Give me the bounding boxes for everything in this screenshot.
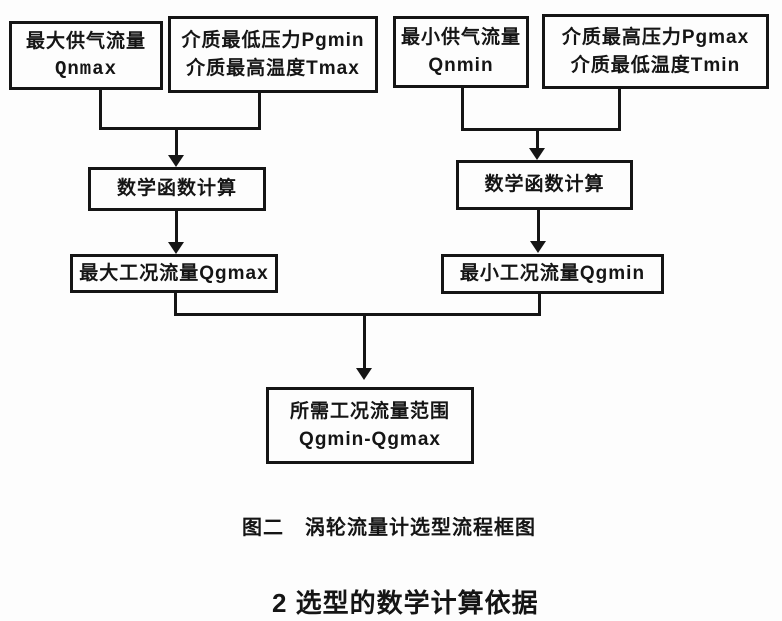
box-result-label-line1: 所需工况流量范围 (289, 400, 450, 422)
box-qnmax-label-line1: 最大供气流量 (25, 30, 146, 52)
box-qgmin-label: 最小工况流量Qgmin (459, 263, 646, 285)
figure-caption: 图二 涡轮流量计选型流程框图 (242, 517, 536, 539)
box-pgmin-tmax-label-line1: 介质最低压力Pgmin (181, 29, 365, 51)
box-result: 所需工况流量范围 Qgmin-Qgmax (266, 387, 474, 464)
arrowhead-down-result (356, 368, 372, 380)
arrow-stem-to-result (363, 315, 366, 369)
box-qnmin-label-line2: Qnmin (428, 55, 494, 76)
arrowhead-down-calc-left (168, 155, 184, 167)
arrow-stem-to-calc-right (536, 130, 539, 149)
connector-bottom-join (174, 313, 541, 316)
box-qgmax-label: 最大工况流量Qgmax (79, 262, 269, 284)
box-qgmin: 最小工况流量Qgmin (441, 254, 664, 294)
connector-pgmax-down (618, 87, 621, 131)
arrowhead-down-calc-right (529, 148, 545, 160)
connector-pgmin-down (258, 91, 261, 130)
arrowhead-down-qgmax (168, 242, 184, 254)
arrowhead-down-qgmin (530, 241, 546, 253)
box-pgmin-tmax-label-line2: 介质最高温度Tmax (186, 57, 360, 79)
box-qnmin-label-line1: 最小供气流量 (400, 27, 521, 49)
box-pgmax-tmin: 介质最高压力Pgmax 介质最低温度Tmin (542, 14, 769, 89)
box-calc-right-label: 数学函数计算 (484, 174, 605, 196)
box-calc-left-label: 数学函数计算 (116, 178, 237, 200)
box-pgmin-tmax: 介质最低压力Pgmin 介质最高温度Tmax (168, 16, 378, 93)
section-heading: 2 选型的数学计算依据 (272, 588, 539, 618)
connector-right-join (461, 128, 621, 131)
arrow-stem-to-qgmax (175, 210, 178, 244)
box-calc-left: 数学函数计算 (88, 167, 266, 211)
connector-qnmax-down (99, 88, 102, 130)
arrow-stem-to-calc-left (175, 129, 178, 157)
connector-qgmax-down (174, 292, 177, 316)
connector-left-join (99, 127, 261, 130)
box-result-label-line2: Qgmin-Qgmax (299, 428, 441, 450)
arrow-stem-to-qgmin (537, 209, 540, 242)
box-qgmax: 最大工况流量Qgmax (70, 254, 278, 293)
connector-qnmin-down (461, 86, 464, 131)
box-pgmax-tmin-label-line2: 介质最低温度Tmin (570, 54, 741, 76)
box-qnmin: 最小供气流量 Qnmin (393, 16, 529, 88)
box-qnmax: 最大供气流量 Qnmax (9, 21, 163, 90)
box-qnmax-label-line2: Qnmax (54, 57, 117, 80)
connector-qgmin-down (538, 293, 541, 316)
box-pgmax-tmin-label-line1: 介质最高压力Pgmax (561, 26, 750, 48)
box-calc-right: 数学函数计算 (456, 160, 633, 210)
